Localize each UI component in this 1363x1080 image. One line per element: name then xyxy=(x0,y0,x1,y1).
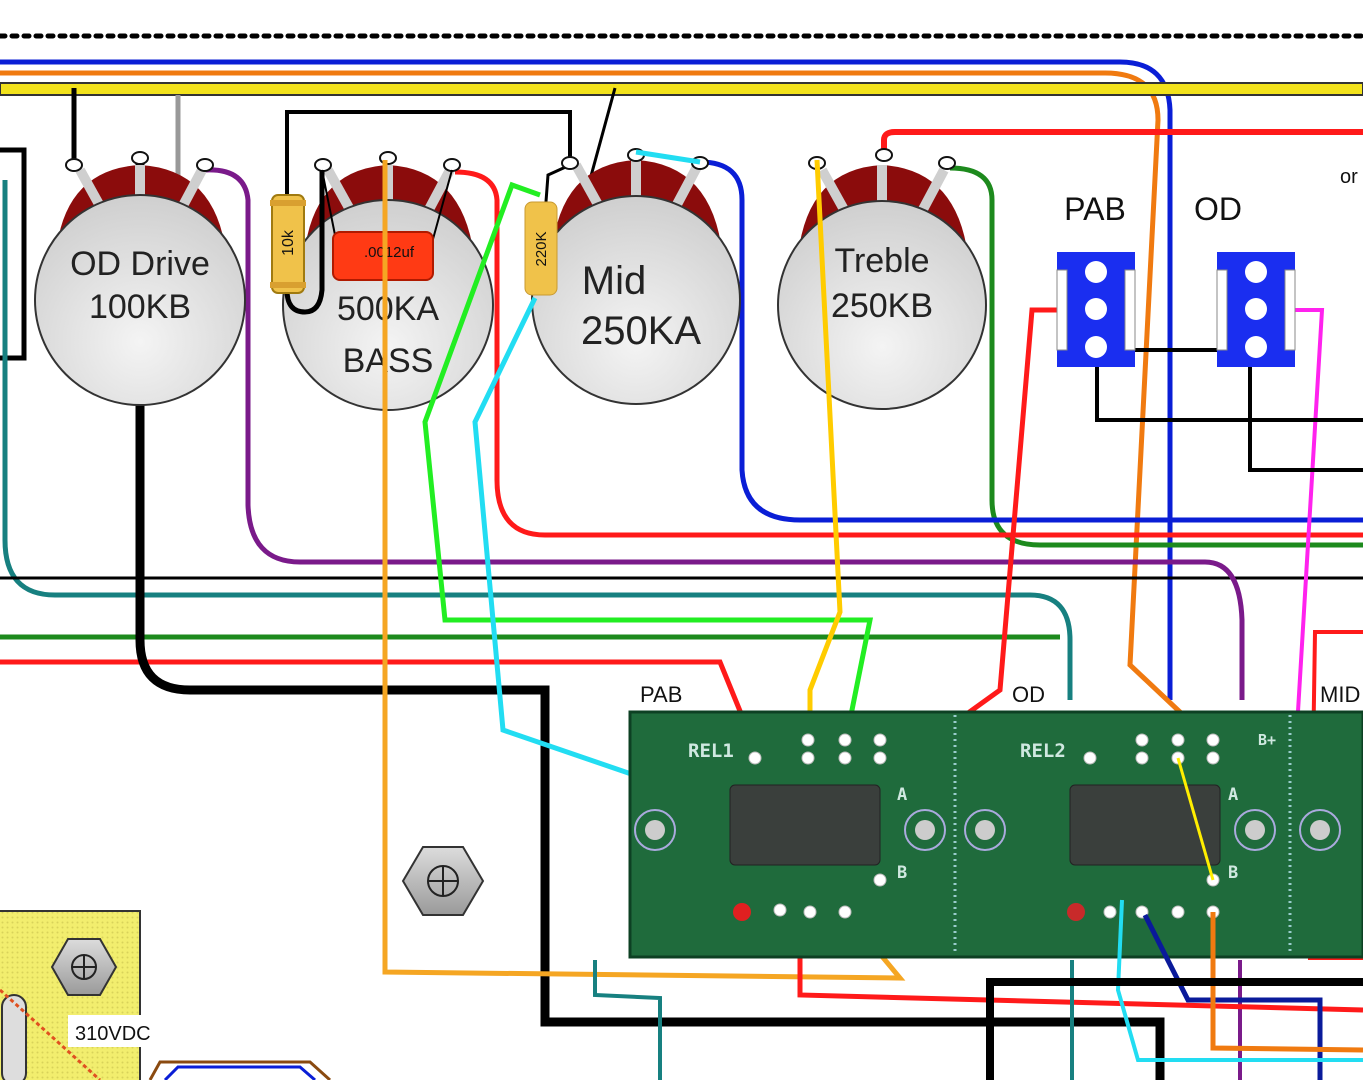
pot-label-line2: 250KA xyxy=(581,309,701,353)
relay-section-label: OD xyxy=(1012,682,1045,707)
power-board-nut xyxy=(50,938,118,996)
mount-hole xyxy=(1299,809,1341,851)
marker-b: B xyxy=(1228,863,1238,883)
switch-pab-label: PAB xyxy=(1064,191,1126,227)
switch-od[interactable] xyxy=(1216,252,1296,367)
marker-a: A xyxy=(1228,785,1238,805)
resistor-10k: 10k xyxy=(270,194,306,294)
wire-cyan-mid-jumper xyxy=(635,149,701,165)
wire-black-switches xyxy=(1095,348,1363,472)
marker-a: A xyxy=(897,785,907,805)
pot-label-line1: 500KA xyxy=(337,290,439,328)
wire-yellow-od xyxy=(1176,757,1215,881)
marker-b: B xyxy=(897,863,907,883)
wire-green-dark xyxy=(0,165,1363,640)
wire-black-lower xyxy=(986,978,1363,1080)
capacitor-label: .0012uf xyxy=(364,244,415,261)
pot-label-line2: BASS xyxy=(343,342,434,380)
wire-cyan-lower xyxy=(1115,899,1363,1062)
resistor-220k: 220K xyxy=(524,201,558,296)
voltage-label: 310VDC xyxy=(75,1023,151,1045)
relay-chip xyxy=(1069,784,1221,866)
resistor-10k-label: 10k xyxy=(280,229,297,256)
wire-brown-bottom xyxy=(148,1060,332,1080)
switch-od-label: OD xyxy=(1194,191,1242,227)
bus-yellow-ground xyxy=(0,82,1363,96)
pot-treble: Treble 250KB xyxy=(777,165,987,410)
pot-mid: Mid 250KA xyxy=(531,160,741,405)
wire-purple xyxy=(204,167,1245,700)
wire-teal-left xyxy=(2,180,1073,700)
pot-label-line1: Treble xyxy=(834,242,929,280)
pot-lugs xyxy=(65,148,956,172)
relay-section-label: PAB xyxy=(640,682,682,707)
wire-orange-lower xyxy=(1210,912,1363,1053)
chassis-nut xyxy=(401,846,485,916)
mount-hole xyxy=(964,809,1006,851)
wire-navy-lower xyxy=(1142,913,1323,1080)
mount-hole xyxy=(1234,809,1276,851)
pot-od-drive: OD Drive 100KB xyxy=(34,165,246,406)
pot-label-line2: 100KB xyxy=(89,288,191,326)
wire-black-10k-loop xyxy=(284,170,325,315)
edge-text: or xyxy=(1340,166,1358,188)
wire-black-bass-mid xyxy=(285,110,572,260)
wire-red-bass xyxy=(454,169,1363,538)
mount-hole xyxy=(904,809,946,851)
relay-chip xyxy=(729,784,881,866)
resistor-220k-label: 220K xyxy=(533,231,550,266)
pot-label-line1: Mid xyxy=(582,259,646,303)
wire-blue-top xyxy=(0,59,1173,700)
pot-bass: 500KA BASS xyxy=(282,165,494,411)
pot-label-line2: 250KB xyxy=(831,287,933,325)
wire-lime xyxy=(422,181,874,731)
wire-blue-bottom xyxy=(163,1065,316,1080)
wire-red-treble xyxy=(881,129,1363,158)
pot-label-line1: OD Drive xyxy=(70,245,210,283)
relay-section-label: MID xyxy=(1320,682,1360,707)
wire-blue-mid xyxy=(699,159,1363,523)
led-red xyxy=(1067,903,1085,921)
led-red xyxy=(733,903,751,921)
wire-black-left-box xyxy=(0,147,27,361)
marker-bplus: B+ xyxy=(1258,731,1276,749)
relay-id: REL2 xyxy=(1020,740,1066,762)
mount-hole xyxy=(634,809,676,851)
relay-section-pab: PAB REL1 A B xyxy=(634,682,946,921)
power-board: 310VDC xyxy=(0,910,168,1080)
relay-section-od: OD REL2 A B B+ MID xyxy=(964,682,1360,921)
switch-pab[interactable] xyxy=(1056,252,1136,367)
wire-yellow-treble xyxy=(807,159,843,730)
relay-id: REL1 xyxy=(688,740,734,762)
